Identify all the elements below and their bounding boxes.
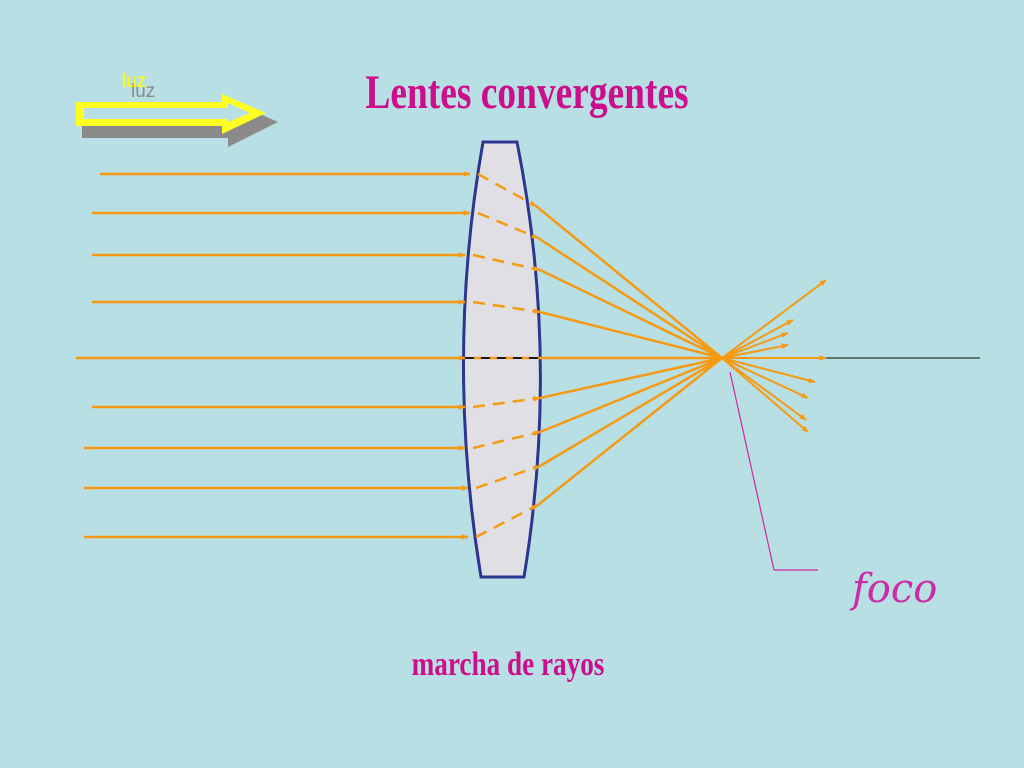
converging-ray-2 [537, 236, 723, 360]
diagram-subtitle: marcha de rayos [412, 645, 605, 683]
arrow-label: luz [122, 71, 146, 92]
internal-ray-4 [472, 300, 541, 314]
converging-ray-1 [535, 205, 723, 359]
converging-ray-4 [539, 310, 723, 360]
converging-ray-7 [539, 356, 723, 434]
converging-ray-6 [539, 356, 723, 400]
internal-ray-9 [475, 503, 539, 539]
biconvex-lens-icon [461, 140, 542, 579]
diverging-ray-1 [721, 279, 827, 359]
arrow-label-shadow: luz [131, 81, 155, 102]
converging-ray-8 [539, 356, 723, 468]
diverging-ray-8 [721, 357, 807, 421]
focus-leader-line [729, 371, 818, 571]
converging-ray-9 [537, 357, 723, 506]
diverging-ray-9 [721, 357, 809, 433]
internal-ray-8 [475, 464, 541, 490]
internal-ray-1 [477, 172, 537, 208]
converging-ray-3 [539, 268, 723, 360]
diverging-ray-4 [721, 343, 789, 359]
light-rays [76, 171, 827, 540]
internal-ray-2 [477, 211, 539, 240]
internal-ray-7 [472, 430, 541, 450]
page-title: Lentes convergentes [365, 67, 688, 119]
right-arrow-icon: luz luz [76, 71, 278, 147]
diverging-ray-7 [721, 357, 809, 399]
diverging-ray-3 [721, 332, 789, 359]
diverging-ray-6 [721, 357, 816, 384]
diverging-ray-2 [721, 319, 794, 359]
internal-ray-6 [472, 396, 541, 409]
internal-ray-3 [472, 253, 541, 272]
focus-label: foco [849, 566, 937, 612]
